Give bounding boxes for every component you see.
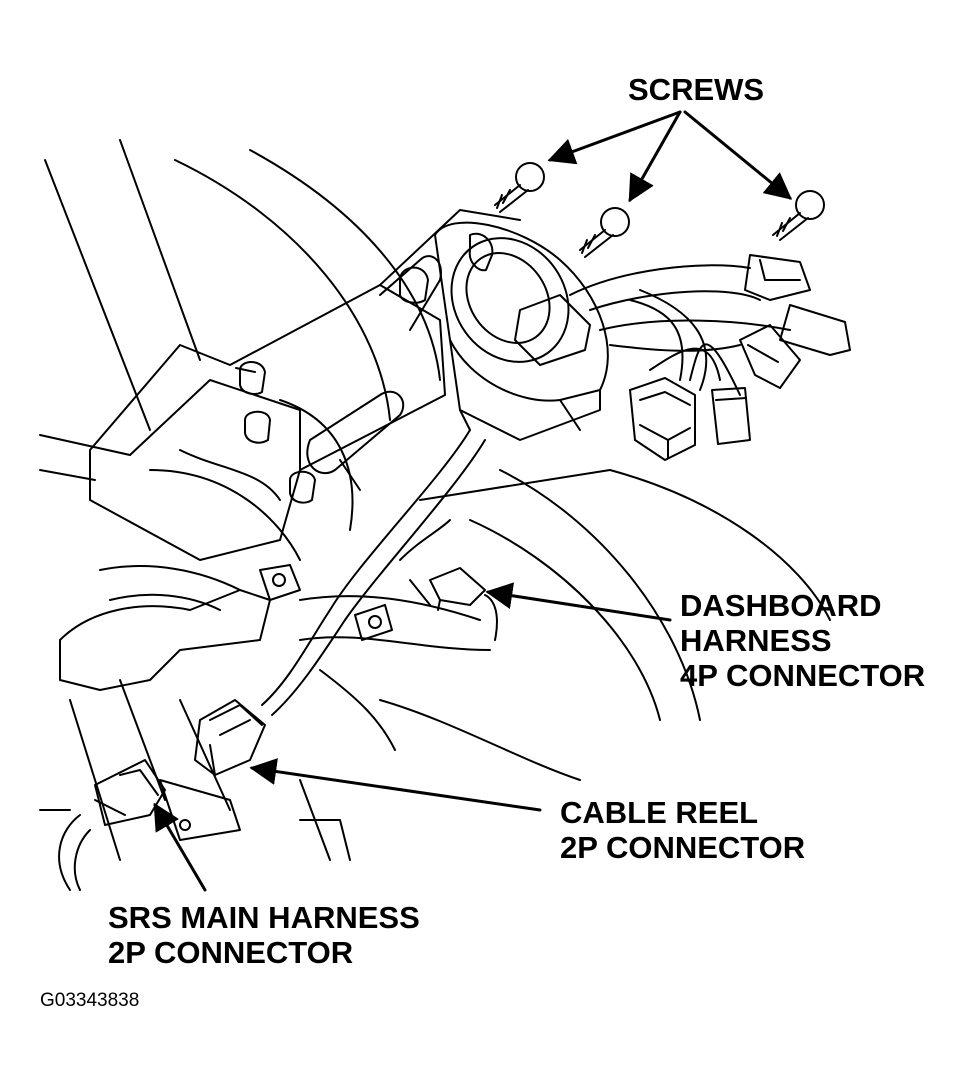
cable-reel	[379, 221, 609, 441]
dashboard-harness-label: DASHBOARD HARNESS 4P CONNECTOR	[680, 588, 925, 693]
screws-label: SCREWS	[628, 72, 764, 107]
figure-id: G03343838	[40, 990, 140, 1011]
dashboard-label-line3: 4P CONNECTOR	[680, 658, 926, 693]
screw-right-shape	[772, 190, 825, 241]
cable-reel-label-line1: CABLE REEL	[560, 795, 759, 830]
column-housing	[89, 209, 521, 561]
srs-label-line2: 2P CONNECTOR	[108, 935, 354, 970]
screw-left-shape	[494, 162, 545, 213]
callout-arrows	[153, 110, 793, 892]
screw-middle-shape	[579, 207, 630, 258]
reel-lead-cable	[261, 429, 486, 716]
cable-reel-label-line2: 2P CONNECTOR	[560, 830, 806, 865]
screws-label-text: SCREWS	[628, 72, 765, 107]
srs-label-line1: SRS MAIN HARNESS	[108, 900, 420, 935]
reel-connectors	[629, 254, 851, 461]
dashboard-outline-lines	[39, 139, 831, 861]
srs-main-2p-connector-shape	[58, 759, 166, 891]
lower-bracket	[59, 564, 491, 861]
srs-main-harness-label: SRS MAIN HARNESS 2P CONNECTOR	[108, 900, 420, 970]
cable-reel-2p-connector-shape	[194, 699, 266, 776]
dashboard-label-line1: DASHBOARD	[680, 588, 882, 623]
cable-reel-label: CABLE REEL 2P CONNECTOR	[560, 795, 805, 865]
dashboard-label-line2: HARNESS	[680, 623, 832, 658]
dashboard-4p-connector-shape	[399, 519, 498, 641]
